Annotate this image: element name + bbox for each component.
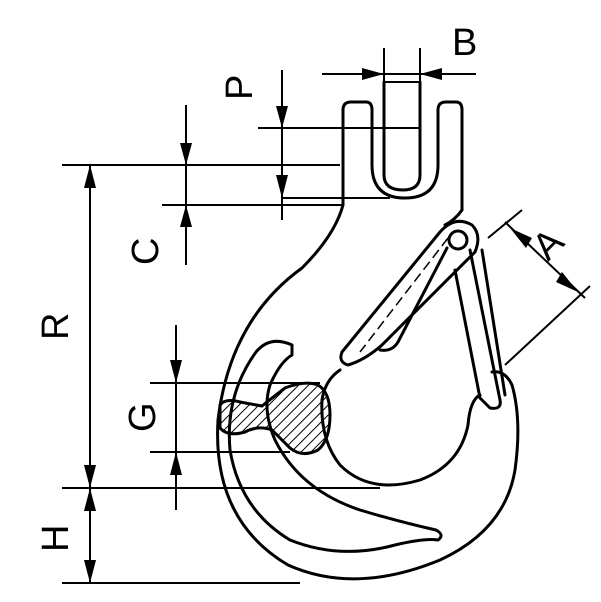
label-g: G [122, 402, 164, 432]
label-a: A [525, 220, 573, 268]
dimension-g [150, 325, 320, 510]
label-p: P [219, 75, 261, 100]
safety-latch [339, 219, 507, 410]
label-b: B [452, 22, 477, 64]
label-r: R [35, 313, 77, 340]
dimension-c [62, 105, 343, 265]
dimension-a [487, 209, 591, 366]
label-c: C [125, 238, 167, 265]
dimension-p [258, 70, 420, 220]
dimension-b [322, 48, 476, 82]
dimension-r [84, 165, 96, 488]
hatched-section [218, 381, 332, 455]
dimension-h [62, 487, 380, 584]
clevis-top [341, 80, 464, 212]
label-h: H [35, 525, 77, 552]
